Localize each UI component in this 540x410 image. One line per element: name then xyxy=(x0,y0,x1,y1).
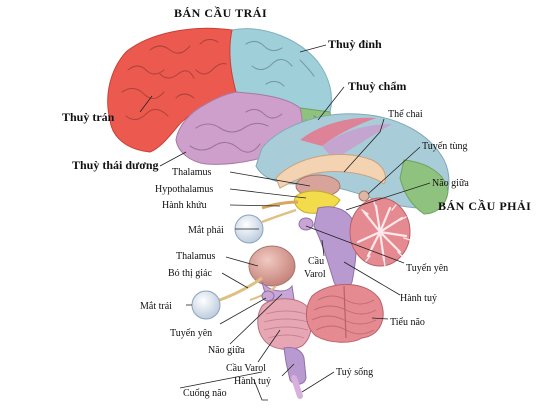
brain-stem-mid xyxy=(313,206,357,290)
leader-lines xyxy=(139,44,431,401)
label-pituitary-bottom: Tuyến yên xyxy=(170,328,212,339)
label-medulla-right: Hành tuỷ xyxy=(400,293,437,304)
label-thalamus-top: Thalamus xyxy=(172,167,212,178)
label-midbrain-bottom: Não giữa xyxy=(208,345,245,356)
thalamus-bottom xyxy=(248,245,296,287)
label-frontal-lobe: Thuỳ trán xyxy=(62,110,115,124)
corpus-callosum xyxy=(275,154,386,189)
label-cerebellum: Tiểu não xyxy=(390,317,425,328)
medulla-bottom xyxy=(283,347,307,385)
label-hypothalamus: Hypothalamus xyxy=(155,184,213,195)
label-right-eye: Mắt phải xyxy=(188,225,224,236)
title-left-hemisphere: BÁN CẦU TRÁI xyxy=(174,5,267,20)
right-occipital xyxy=(399,159,449,215)
label-optic-tract: Bó thị giác xyxy=(168,268,212,279)
cerebellum-bottom xyxy=(306,284,384,343)
label-brain-stem: Cuống não xyxy=(183,388,227,399)
label-midbrain-top: Não giữa xyxy=(432,178,469,189)
label-pons-mid-2: Varol xyxy=(304,269,326,280)
label-pineal-gland: Tuyến tùng xyxy=(422,141,467,152)
label-occipital-lobe: Thuỳ chẩm xyxy=(348,79,406,93)
title-right-hemisphere: BÁN CẦU PHẢI xyxy=(438,198,531,213)
label-pituitary-right: Tuyến yên xyxy=(406,263,448,274)
label-olfactory-bulb: Hành khứu xyxy=(162,200,207,211)
label-pons-mid-1: Cầu xyxy=(308,256,324,267)
right-cerebellum xyxy=(349,197,411,267)
pons-bottom xyxy=(257,298,312,350)
label-left-eye: Mắt trái xyxy=(140,301,172,312)
label-parietal-lobe: Thuỳ đỉnh xyxy=(328,37,382,51)
label-thalamus-bottom: Thalamus xyxy=(176,251,216,262)
label-temporal-lobe: Thuỳ thái dương xyxy=(72,158,159,172)
label-pons-bottom: Cầu Varol xyxy=(226,363,266,374)
left-eye xyxy=(191,290,221,320)
label-spinal-cord: Tuỷ sống xyxy=(336,367,373,378)
label-corpus-callosum: Thể chai xyxy=(388,109,423,120)
labels: BÁN CẦU TRÁI BÁN CẦU PHẢI Thuỳ trán Thuỳ… xyxy=(62,5,531,399)
label-medulla-bottom: Hành tuỷ xyxy=(234,376,271,387)
right-hemisphere xyxy=(255,113,450,290)
brain-stem-view xyxy=(191,245,384,399)
